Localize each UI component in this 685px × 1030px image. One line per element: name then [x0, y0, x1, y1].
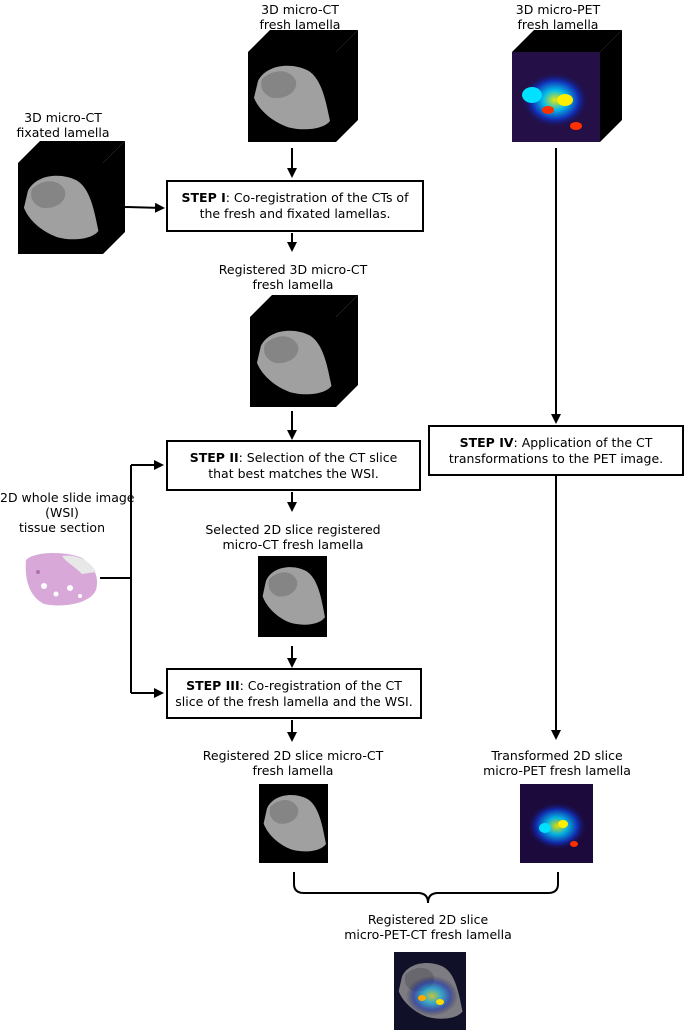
registered-3d-cube — [250, 295, 358, 407]
final-pet-ct-image — [394, 952, 466, 1030]
wsi-label: 2D whole slide image(WSI)tissue section — [0, 490, 135, 535]
step-1-box: STEP I: Co-registration of the CTs of th… — [166, 180, 424, 232]
ct-fresh-cube — [248, 30, 358, 142]
step-2-name: STEP II — [189, 449, 239, 465]
registered-2d-ct-image — [259, 784, 328, 863]
step-3-name: STEP III — [186, 677, 240, 693]
selected-slice-image — [258, 556, 327, 637]
step-3-box: STEP III: Co-registration of the CT slic… — [166, 668, 422, 719]
pet-fresh-cube — [512, 30, 622, 142]
step-1-name: STEP I — [181, 190, 226, 205]
step-4-box: STEP IV: Application of the CT transform… — [428, 425, 684, 476]
transformed-pet-image — [520, 784, 593, 863]
ct-fixated-cube — [18, 141, 125, 254]
step-4-name: STEP IV — [459, 434, 514, 450]
connector-arrows — [100, 148, 561, 904]
wsi-tissue-image — [25, 553, 98, 606]
step-2-box: STEP II: Selection of the CT slice that … — [166, 440, 421, 491]
